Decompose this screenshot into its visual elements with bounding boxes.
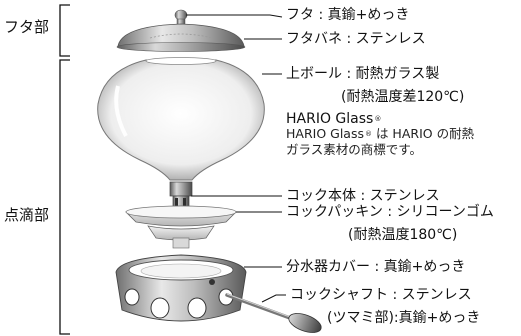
part-label-lid: フタ : 真鍮+めっき: [286, 7, 409, 23]
separator: :: [388, 287, 402, 303]
cock-shaft-illustration: [225, 293, 322, 333]
separator: :: [370, 259, 384, 275]
part-material: 真鍮+めっき: [327, 7, 410, 23]
part-material: 真鍮+めっき: [383, 259, 466, 275]
part-label-distributor-cover: 分水器カバー : 真鍮+めっき: [286, 259, 465, 275]
part-name: コックシャフト: [290, 287, 388, 303]
lid-illustration: [116, 9, 246, 52]
section-label-lid: フタ部: [4, 18, 50, 36]
registered-mark-small: ®: [364, 130, 372, 138]
leader-lines: [186, 14, 286, 303]
part-name: 上ボール: [286, 66, 342, 82]
section-label-drip: 点滴部: [4, 206, 50, 224]
cock-packing-note: (耐熱温度180℃): [348, 227, 458, 243]
part-label-cock-packing: コックパッキン : シリコーンゴム: [286, 204, 494, 220]
part-name: 分水器カバー: [286, 259, 370, 275]
brand-desc-text: は HARIO の耐熱: [371, 126, 475, 141]
brand-title-text: HARIO Glass: [286, 111, 374, 127]
separator: :: [342, 66, 356, 82]
part-material: ステンレス: [355, 31, 426, 47]
separator: :: [342, 31, 356, 47]
cock-packing-illustration: [125, 205, 237, 249]
part-name: コックパッキン: [286, 204, 383, 220]
part-material: 耐熱ガラス製: [355, 66, 440, 82]
brand-desc-line2: ガラス素材の商標です。: [286, 142, 423, 157]
upper-ball-note: (耐熱温度差120℃): [341, 89, 465, 105]
part-material: ステンレス: [401, 287, 472, 303]
part-label-lid-spring: フタバネ : ステンレス: [286, 31, 426, 47]
brand-desc-name: HARIO Glass: [286, 126, 364, 141]
distributor-cover-illustration: [115, 254, 247, 322]
brand-desc-line1: HARIO Glass® は HARIO の耐熱: [286, 127, 474, 141]
part-label-cock-body: コック本体 : ステンレス: [286, 188, 440, 204]
upper-ball-illustration: [97, 57, 265, 181]
separator: :: [356, 188, 370, 204]
separator: :: [382, 204, 397, 220]
registered-mark: ®: [374, 115, 382, 123]
part-label-cock-shaft: コックシャフト : ステンレス: [290, 287, 472, 303]
cock-shaft-note: (ツマミ部):真鍮+めっき: [327, 310, 481, 326]
part-material: シリコーンゴム: [396, 204, 494, 220]
part-name: フタ: [286, 7, 314, 23]
bracket-lid: [59, 4, 70, 57]
part-label-upper-ball: 上ボール : 耐熱ガラス製: [286, 66, 439, 82]
brand-title: HARIO Glass®: [286, 111, 381, 127]
separator: :: [314, 7, 328, 23]
part-name: フタバネ: [286, 31, 342, 47]
part-name: コック本体: [286, 188, 356, 204]
bracket-drip: [59, 59, 70, 335]
part-material: ステンレス: [369, 188, 440, 204]
